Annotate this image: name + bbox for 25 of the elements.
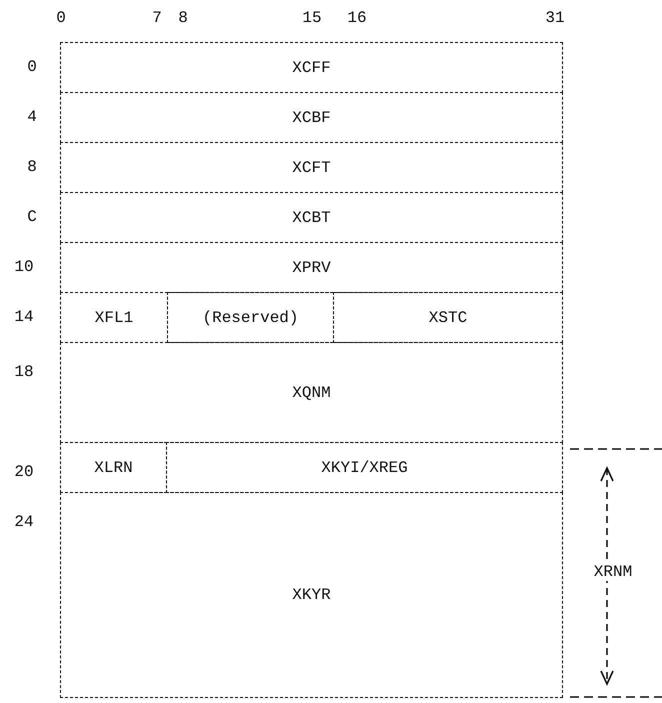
field-box	[60, 42, 563, 93]
field-name: XLRN	[94, 458, 133, 476]
field-box	[60, 292, 168, 343]
field-box	[333, 292, 563, 343]
field-box	[60, 92, 563, 143]
field-box	[60, 142, 563, 193]
field-box	[60, 442, 167, 493]
field-name: XPRV	[292, 258, 331, 276]
field-box	[60, 492, 563, 698]
field-name: XKYR	[292, 586, 331, 604]
field-name: XCFT	[292, 158, 331, 176]
field-name: XFL1	[94, 308, 134, 326]
field-name: (Reserved)	[202, 308, 298, 326]
field-box	[60, 242, 563, 293]
field-name: XQNM	[292, 384, 331, 402]
dimension-label: XRNM	[594, 563, 632, 581]
field-box	[60, 192, 563, 243]
field-name: XSTC	[428, 308, 468, 326]
field-name: XCBF	[292, 108, 331, 126]
field-box	[167, 292, 334, 343]
field-box	[166, 442, 563, 493]
field-name: XCBT	[292, 208, 331, 226]
field-box	[60, 342, 563, 443]
field-name: XCFF	[292, 58, 331, 76]
field-name: XKYI/XREG	[321, 458, 408, 476]
